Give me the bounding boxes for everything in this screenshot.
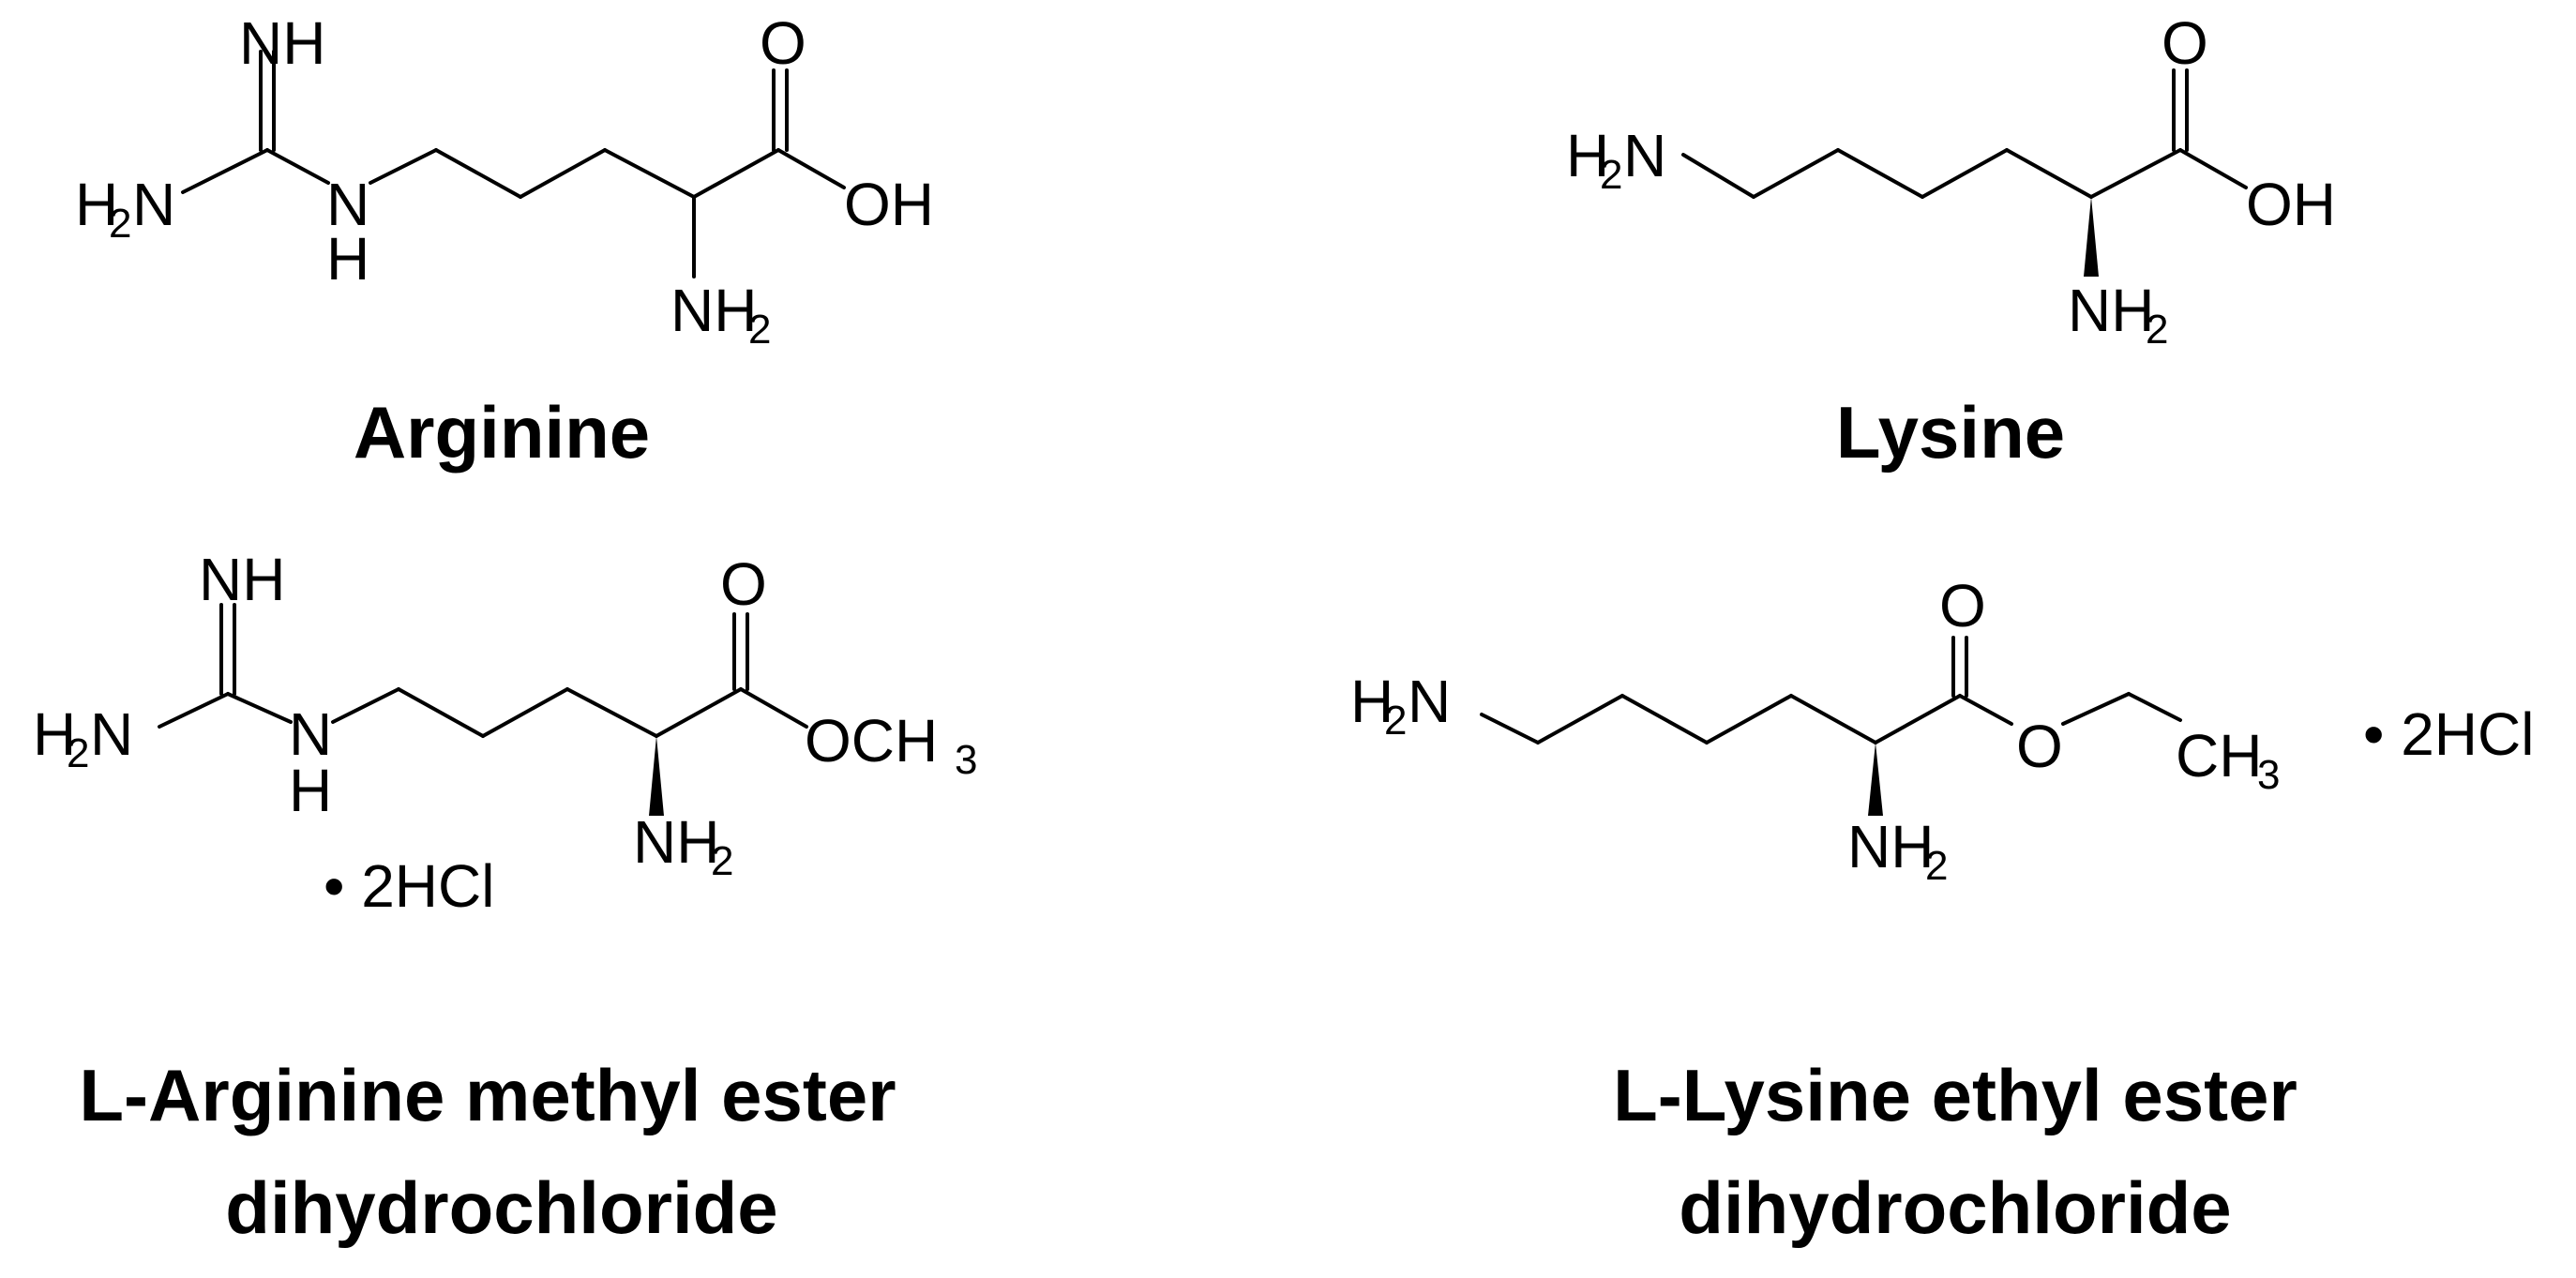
arginine-carbonyl-o-label: O [760, 9, 806, 77]
arginine-hydroxyl-label: OH [844, 171, 934, 238]
arginine-methyl-ester-nh-h-label: H [289, 757, 332, 824]
arginine-methyl-ester-amine-h-label: H [33, 700, 76, 768]
lysine-ethyl-ester-bonds [1480, 636, 2182, 744]
arginine-methyl-ester-bonds [158, 603, 808, 738]
arginine-methyl-ester-caption-line1: L-Arginine methyl ester [79, 1054, 896, 1136]
lysine-ethyl-ester-carbonyl-o-label: O [1939, 572, 1986, 639]
arginine-methyl-ester-carbonyl-o-label: O [720, 550, 767, 618]
lysine-stereo-wedge [2084, 197, 2099, 277]
lysine-amine-h-label: H [1566, 122, 1609, 189]
arginine-methyl-ester-amine-subscript: 2 [67, 730, 89, 776]
arginine-amine-subscript: 2 [109, 201, 131, 247]
lysine-ethyl-ester-alpha-subscript: 2 [1925, 843, 1948, 889]
arginine-alpha-amine-label: NH [670, 277, 757, 344]
arginine-methyl-ester-imine-label: NH [199, 546, 285, 613]
arginine-methyl-ester-ester-subscript: 3 [955, 737, 977, 783]
arginine-nh-n-label: N [326, 171, 369, 238]
arginine-imine-label: NH [239, 9, 325, 77]
arginine-methyl-ester-structure: NH H 2 N N H O OCH 3 NH 2 • 2HCl L-Argin… [33, 546, 977, 1249]
lysine-carbonyl-o-label: O [2162, 9, 2208, 77]
arginine-caption: Arginine [354, 391, 650, 474]
arginine-bonds [181, 50, 846, 278]
lysine-ethyl-ester-methyl-subscript: 3 [2257, 752, 2280, 798]
arginine-alpha-subscript: 2 [748, 307, 771, 353]
lysine-bonds [1681, 68, 2248, 199]
arginine-amine-h-label: H [75, 171, 118, 238]
lysine-hydroxyl-label: OH [2246, 171, 2336, 238]
lysine-ethyl-ester-stereo-wedge [1868, 743, 1883, 816]
lysine-amine-subscript: 2 [1600, 152, 1622, 198]
arginine-methyl-ester-alpha-amine-label: NH [633, 808, 719, 876]
arginine-structure: NH H 2 N N H O OH NH 2 Arginine [75, 9, 934, 474]
lysine-alpha-amine-label: NH [2068, 277, 2154, 344]
lysine-ethyl-ester-amine-n-label: N [1408, 668, 1451, 735]
arginine-methyl-ester-nh-n-label: N [289, 700, 332, 768]
arginine-methyl-ester-stereo-wedge [649, 736, 664, 816]
arginine-methyl-ester-salt-label: • 2HCl [324, 852, 494, 920]
lysine-ethyl-ester-methyl-label: CH [2176, 722, 2262, 789]
lysine-ethyl-ester-caption-line1: L-Lysine ethyl ester [1613, 1054, 2297, 1136]
lysine-ethyl-ester-ester-o-label: O [2016, 713, 2063, 780]
lysine-amine-n-label: N [1623, 122, 1666, 189]
lysine-caption: Lysine [1836, 391, 2065, 474]
lysine-ethyl-ester-salt-label: • 2HCl [2363, 700, 2534, 768]
arginine-methyl-ester-amine-n-label: N [90, 700, 133, 768]
arginine-methyl-ester-alpha-subscript: 2 [711, 838, 733, 884]
arginine-amine-n-label: N [132, 171, 175, 238]
lysine-structure: H 2 N O OH NH 2 Lysine [1566, 9, 2336, 474]
lysine-ethyl-ester-amine-h-label: H [1350, 668, 1393, 735]
lysine-ethyl-ester-structure: H 2 N O O CH 3 NH 2 • 2HCl L-Lysine ethy… [1350, 572, 2534, 1249]
arginine-nh-h-label: H [326, 225, 369, 293]
lysine-ethyl-ester-caption-line2: dihydrochloride [1679, 1166, 2231, 1249]
arginine-methyl-ester-caption-line2: dihydrochloride [225, 1166, 777, 1249]
lysine-ethyl-ester-alpha-amine-label: NH [1847, 813, 1934, 880]
lysine-ethyl-ester-amine-subscript: 2 [1384, 698, 1407, 744]
arginine-methyl-ester-ester-label: OCH [805, 707, 938, 774]
lysine-alpha-subscript: 2 [2146, 307, 2168, 353]
